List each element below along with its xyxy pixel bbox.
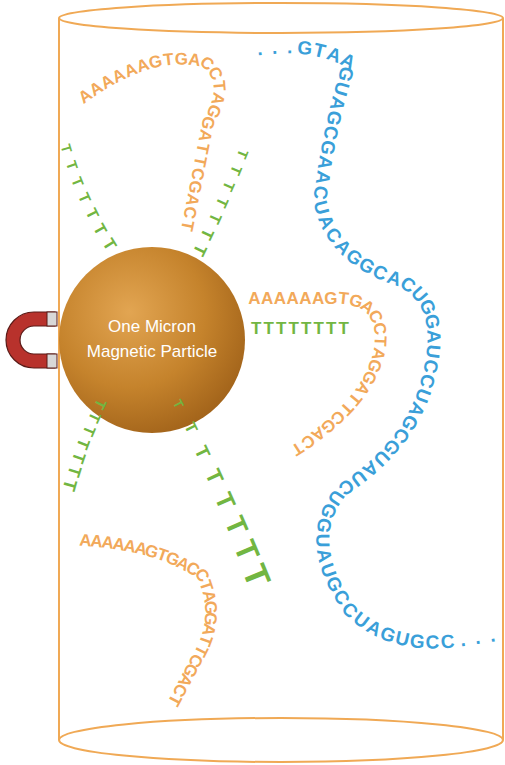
sequence-letter: T [193,142,212,156]
sequence-letter: T [69,450,88,465]
sequence-letter: T [91,221,110,238]
sequence-letter: T [171,397,186,410]
sequence-letter: T [83,206,102,222]
sequence-letter: . [488,625,496,645]
sequence-letter: T [181,420,200,436]
sequence-letter: T [92,397,110,412]
sequence-letter: T [191,155,210,169]
sequence-letter: C [440,631,455,651]
tube-bottom [59,718,503,762]
sequence-letter: T [79,423,98,438]
sequence-letter: . [256,39,264,59]
sequence-letter: T [229,536,265,566]
sequence-letter: A [261,290,273,307]
particle-label: One Micron Magnetic Particle [77,315,227,364]
sequence-letter: T [301,320,311,337]
sequence-letter: T [314,320,324,337]
sequence-letter: U [423,344,443,360]
sequence-letter: T [75,191,93,206]
sequence-letter: T [251,320,261,337]
sequence-letter: T [211,489,240,513]
sequence-letter: T [237,559,276,591]
sequence-letter: T [58,142,74,154]
sequence-letter: T [74,436,93,451]
sequence-letter: . [287,37,293,56]
sequence-letter: C [180,205,199,220]
sequence-letter: G [409,631,426,651]
sequence-letter: T [60,477,80,492]
sequence-letter: U [313,534,332,548]
sequence-letter: T [227,163,244,177]
sequence-letter: T [162,51,174,69]
sequence-letter: A [299,290,311,307]
sequence-letter: A [274,290,286,307]
sequence-letter: . [271,38,278,57]
sequence-letter: T [191,443,213,462]
sequence-letter: T [210,80,228,92]
sequence-letter: C [370,321,389,336]
sequence-letter: G [422,312,444,330]
sequence-letter: G [313,516,335,534]
sequence-letter: C [311,185,332,201]
sequence-letter: A [315,154,336,171]
tube-top [59,3,503,33]
sequence-letter: T [64,463,84,478]
sequence-letter: T [63,159,80,172]
sequence-letter: T [220,179,237,193]
sequence-letter: A [313,169,334,185]
sequence-letter: T [99,236,119,254]
magnetic-particle: One Micron Magnetic Particle [59,247,245,433]
sequence-letter: T [276,320,286,337]
tube-wall [502,18,504,740]
tube-wall [58,18,60,740]
sequence-letter: T [201,466,227,487]
sequence-letter: T [264,320,274,337]
sequence-letter: T [326,320,336,337]
sequence-letter: T [339,320,349,337]
sequence-letter: T [85,410,103,425]
sequence-letter: G [147,52,164,72]
sequence-letter: G [317,139,338,157]
sequence-letter: A [286,290,298,307]
magnet-symbol [6,312,57,368]
sequence-letter: A [196,128,215,143]
sequence-letter: T [178,219,197,233]
sequence-letter: G [324,290,337,307]
sequence-letter: T [371,336,388,347]
sequence-letter: G [296,38,313,59]
sequence-letter: T [69,175,86,189]
sequence-letter: C [425,632,439,651]
sequence-letter: A [312,290,324,307]
sequence-letter: A [424,329,443,343]
sequence-letter: T [190,242,210,259]
sequence-letter: T [205,211,224,227]
sequence-letter: . [459,630,467,650]
sequence-letter: T [220,512,252,539]
sequence-letter: T [235,147,251,160]
sequence-letter: T [198,226,217,242]
sequence-letter: U [394,628,412,650]
sequence-letter: . [473,628,481,648]
sequence-letter: A [248,290,260,307]
sequence-letter: T [213,195,231,210]
sequence-letter: G [175,50,188,67]
sequence-letter: T [289,320,299,337]
